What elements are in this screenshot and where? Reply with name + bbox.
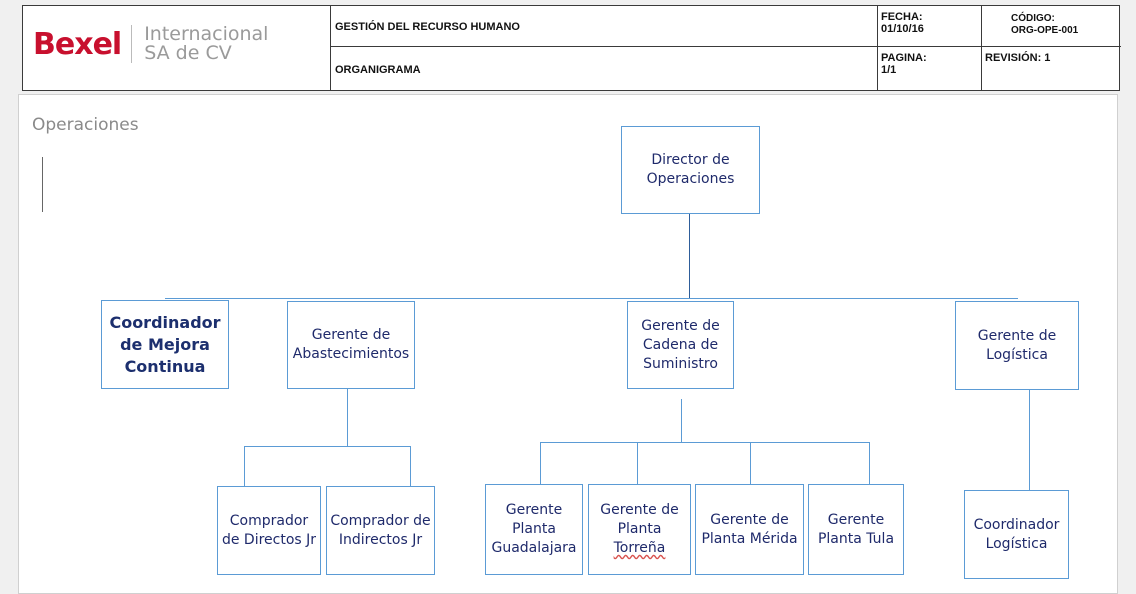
org-node-comprador-directos: Comprador de Directos Jr <box>217 486 321 575</box>
org-node-label-line: Logística <box>985 535 1048 552</box>
divider <box>330 46 1121 47</box>
org-node-label-line: Indirectos Jr <box>338 531 423 548</box>
pagina-value: 1/1 <box>881 64 897 76</box>
connector-line <box>1029 390 1030 490</box>
connector-line <box>637 442 638 484</box>
org-node-comprador-indirectos: Comprador de Indirectos Jr <box>326 486 435 575</box>
connector-line <box>244 446 245 486</box>
company-logo: Bexel Internacional SA de CV <box>33 24 268 64</box>
org-node-label-line: Gerente de <box>600 502 679 518</box>
divider <box>981 6 982 90</box>
org-node-label-line: Gerente de <box>641 317 720 334</box>
org-node-label-line: Planta <box>617 521 662 537</box>
org-node-director: Director de Operaciones <box>621 126 760 214</box>
org-node-gerente-cadena: Gerente de Cadena de Suministro <box>627 301 734 389</box>
connector-line <box>681 399 682 442</box>
header-title-bottom: ORGANIGRAMA <box>335 64 421 76</box>
section-title: Operaciones <box>32 115 139 135</box>
connector-line <box>165 298 1018 299</box>
org-node-label-line: Operaciones <box>646 171 735 187</box>
document-header: Bexel Internacional SA de CV GESTIÓN DEL… <box>22 5 1121 91</box>
pagina-label: PAGINA: <box>881 52 927 64</box>
org-node-label-line: Planta Tula <box>817 530 895 547</box>
org-node-gerente-logistica: Gerente de Logística <box>955 301 1079 390</box>
org-node-label-line: Gerente <box>505 502 563 518</box>
org-node-label-line: de Mejora <box>120 334 210 354</box>
revision-cell: REVISIÓN: 1 <box>985 52 1051 64</box>
org-node-label-line: Gerente de <box>710 511 789 528</box>
org-node-label-line: Planta Mérida <box>701 530 798 547</box>
connector-line <box>410 446 411 486</box>
org-node-label-line: Cadena de <box>642 336 719 353</box>
org-node-label-line: Gerente <box>827 511 885 528</box>
org-node-label-line: Logística <box>986 346 1048 363</box>
divider <box>877 6 878 90</box>
org-node-label-line: Torreña <box>613 540 666 556</box>
connector-line <box>244 446 411 447</box>
connector-line <box>540 442 870 443</box>
connector-line <box>869 442 870 484</box>
org-node-label-line: Coordinador <box>109 312 221 332</box>
connector-line <box>750 442 751 484</box>
connector-line <box>347 389 348 446</box>
org-node-gerente-planta-merida: Gerente de Planta Mérida <box>695 484 804 575</box>
org-node-label-line: Gerente de <box>311 327 391 343</box>
codigo-value: ORG-OPE-001 <box>1011 25 1079 36</box>
org-node-gerente-abastecimientos: Gerente de Abastecimientos <box>287 301 415 389</box>
logo-subtitle: Internacional SA de CV <box>144 25 268 63</box>
org-node-label-line: Director de <box>651 152 730 168</box>
org-node-label-line: Comprador de <box>330 512 431 529</box>
logo-separator <box>131 25 133 63</box>
codigo-label: CÓDIGO: <box>1011 13 1055 24</box>
logo-brand: Bexel <box>33 26 122 62</box>
org-node-label-line: Suministro <box>643 355 718 372</box>
org-node-label-line: Guadalajara <box>491 540 577 556</box>
org-node-label-line: de Directos Jr <box>221 531 317 548</box>
logo-line1: Internacional <box>144 23 269 45</box>
connector-line <box>540 442 541 484</box>
org-node-label-line: Coordinador <box>973 516 1060 533</box>
org-node-label-line: Abastecimientos <box>292 346 410 362</box>
logo-line2: SA de CV <box>144 42 232 64</box>
codigo-cell: CÓDIGO: ORG-OPE-001 <box>1011 13 1078 37</box>
connector-line <box>689 214 690 299</box>
divider <box>330 6 331 90</box>
text-cursor <box>42 157 43 212</box>
pagina-cell: PAGINA: 1/1 <box>881 52 927 76</box>
header-title-top: GESTIÓN DEL RECURSO HUMANO <box>335 21 520 33</box>
fecha-value: 01/10/16 <box>881 23 924 35</box>
org-node-label-line: Gerente de <box>977 327 1057 344</box>
org-node-label-line: Continua <box>124 356 206 376</box>
fecha-label: FECHA: <box>881 11 923 23</box>
org-node-label-line: Comprador <box>229 512 309 529</box>
org-node-label-line: Planta <box>512 521 556 537</box>
fecha-cell: FECHA: 01/10/16 <box>881 11 924 35</box>
